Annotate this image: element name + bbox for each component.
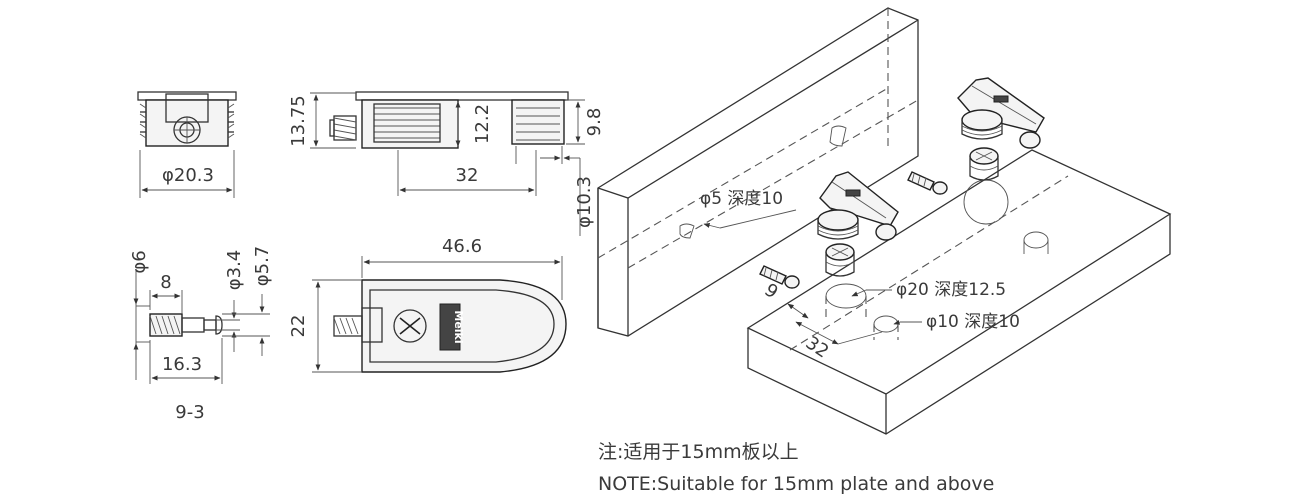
side-view-inner-height-label: 12.2 xyxy=(472,104,493,144)
top-view-body xyxy=(137,91,237,147)
horizontal-panel xyxy=(746,149,1172,435)
lever-body: Meiki xyxy=(333,279,567,373)
spacing-label: 32 xyxy=(802,332,833,362)
assembly-view: φ5 深度10 φ20 深度12.5 φ10 深度10 9 32 xyxy=(597,7,1172,435)
notes: 注:适用于15mm板以上 NOTE:Suitable for 15mm plat… xyxy=(598,436,994,500)
screw-total-length-label: 16.3 xyxy=(162,354,202,375)
lever-brand-mark: Meiki xyxy=(452,310,465,343)
connector-bolt-front xyxy=(825,243,855,277)
cam-lever-back xyxy=(957,77,1045,149)
hole-large-label: φ20 深度12.5 xyxy=(896,280,1006,300)
screw-head-diameter-label: φ5.7 xyxy=(252,246,273,287)
screw-back xyxy=(907,171,948,195)
lever-view: Meiki 46.6 22 xyxy=(288,236,567,373)
top-view: φ20.3 xyxy=(137,91,237,198)
note-chinese: 注:适用于15mm板以上 xyxy=(598,441,799,463)
hole-small-label: φ5 深度10 xyxy=(700,189,783,209)
lever-width-label: 22 xyxy=(288,315,309,338)
side-view-cam-diameter-label: φ10.3 xyxy=(574,176,595,228)
side-view-cam-height-label: 9.8 xyxy=(584,108,605,137)
screw-view: φ6 8 φ3.4 φ5.7 16.3 xyxy=(129,246,273,384)
screw-length-8-label: 8 xyxy=(160,272,171,293)
screw-body xyxy=(149,313,223,337)
note-english: NOTE:Suitable for 15mm plate and above xyxy=(598,473,995,495)
connector-bolt-back xyxy=(969,147,999,181)
side-view-length-label: 32 xyxy=(456,165,479,186)
hole-medium-label: φ10 深度10 xyxy=(926,312,1020,332)
side-view: 13.75 12.2 32 9.8 φ10.3 xyxy=(288,91,605,236)
edge-offset-label: 9 xyxy=(760,280,781,304)
vertical-panel xyxy=(597,7,919,337)
cam-lever-front xyxy=(817,171,899,241)
screw-diameter-label: φ6 xyxy=(129,250,150,273)
part-code: 9-3 xyxy=(175,402,204,423)
lever-length-label: 46.6 xyxy=(442,236,482,257)
top-view-diameter-label: φ20.3 xyxy=(162,165,214,186)
screw-front xyxy=(759,265,800,289)
side-view-height-label: 13.75 xyxy=(288,95,309,147)
screw-neck-diameter-label: φ3.4 xyxy=(224,250,245,291)
side-view-body xyxy=(329,91,569,149)
